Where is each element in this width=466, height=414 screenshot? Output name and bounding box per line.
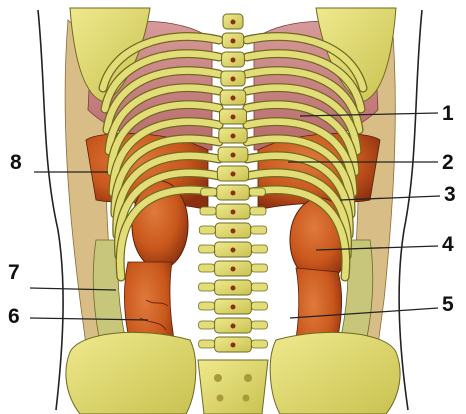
transverse-process-left-14: [199, 264, 215, 272]
callout-7: 7: [8, 262, 20, 283]
callout-6: 6: [8, 306, 20, 327]
callout-1: 1: [442, 103, 454, 124]
spinal-canal-10: [231, 191, 236, 196]
spinal-canal-17: [231, 324, 236, 329]
callout-8: 8: [10, 152, 22, 173]
transverse-process-left-10: [201, 188, 217, 196]
transverse-process-left-11: [200, 207, 216, 215]
spinal-canal-18: [231, 343, 236, 348]
spinal-canal-13: [231, 248, 236, 253]
spinal-canal-2: [231, 39, 236, 44]
spinal-canal-15: [231, 286, 236, 291]
transverse-process-left-16: [199, 302, 215, 310]
spinal-canal-16: [231, 305, 236, 310]
transverse-process-right-14: [251, 264, 267, 272]
transverse-process-right-18: [251, 340, 267, 348]
transverse-process-right-10: [249, 188, 265, 196]
spinal-canal-5: [231, 96, 236, 101]
transverse-process-left-18: [199, 340, 215, 348]
callout-5: 5: [442, 294, 454, 315]
spinal-canal-12: [231, 229, 236, 234]
spinal-canal-7: [231, 134, 236, 139]
spinal-canal-8: [231, 153, 236, 158]
spinal-canal-4: [231, 77, 236, 82]
transverse-process-right-17: [251, 321, 267, 329]
transverse-process-left-12: [199, 226, 215, 234]
transverse-process-left-13: [199, 245, 215, 253]
callout-3: 3: [444, 184, 456, 205]
callout-2: 2: [442, 152, 454, 173]
transverse-process-right-13: [251, 245, 267, 253]
transverse-process-left-15: [199, 283, 215, 291]
spinal-canal-9: [231, 172, 236, 177]
spinal-canal-14: [231, 267, 236, 272]
transverse-process-right-12: [251, 226, 267, 234]
transverse-process-left-17: [199, 321, 215, 329]
sacrum: [198, 360, 268, 414]
spinal-canal-11: [231, 210, 236, 215]
spinal-canal-3: [231, 58, 236, 63]
transverse-process-right-16: [251, 302, 267, 310]
callout-4: 4: [442, 234, 454, 255]
transverse-process-right-11: [250, 207, 266, 215]
spinal-canal-1: [231, 20, 236, 25]
spinal-canal-6: [231, 115, 236, 120]
transverse-process-right-15: [251, 283, 267, 291]
